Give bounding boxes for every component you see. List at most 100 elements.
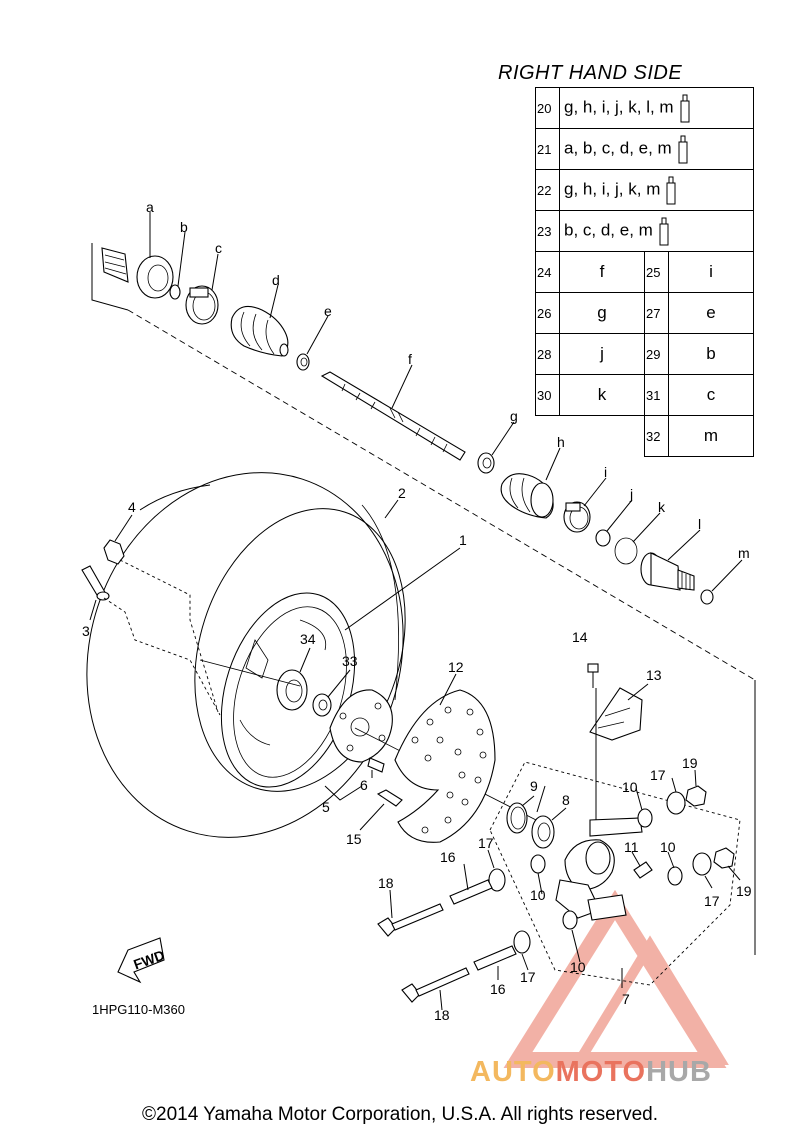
table-cell-val: m: [668, 415, 754, 457]
boot-d: [230, 284, 289, 357]
fwd-arrow: FWD: [117, 937, 167, 984]
tire-2: [86, 472, 406, 838]
table-cell-num: 27: [644, 292, 669, 334]
table-cell-num: 29: [644, 333, 669, 375]
callout-m: m: [738, 545, 750, 561]
copyright-notice: ©2014 Yamaha Motor Corporation, U.S.A. A…: [142, 1104, 658, 1125]
nut-19-group: [685, 785, 735, 869]
lug-nut-4: [103, 514, 133, 565]
table-cell-num: 31: [644, 374, 669, 416]
watermark-part-moto: MOTO: [555, 1056, 647, 1088]
table-row: 26 g 27 e: [535, 292, 754, 334]
table-cell-num: 20: [535, 87, 560, 129]
boot-band-e: [296, 315, 329, 371]
table-cell-val: j: [559, 333, 645, 375]
callout-l: l: [698, 516, 701, 532]
callout-8: 8: [562, 792, 570, 808]
number-leaders: [371, 769, 741, 1011]
table-row: 32 m: [536, 415, 754, 457]
letter-callouts: a b c d e f g h i j k l m: [146, 199, 750, 561]
right-hand-side-title: RIGHT HAND SIDE: [498, 62, 683, 84]
callout-19b: 19: [736, 883, 752, 899]
callout-10b: 10: [660, 839, 676, 855]
bolt-18-group: [377, 903, 470, 1003]
reference-table: 20 g, h, i, j, k, l, m 21 a, b, c, d, e,…: [535, 87, 754, 457]
table-cell-letters: g, h, i, j, k, l, m: [559, 87, 754, 129]
table-cell-val: i: [668, 251, 754, 293]
callout-c: c: [215, 240, 222, 256]
callout-10d: 10: [570, 959, 586, 975]
table-row: 30 k 31 c: [535, 374, 754, 416]
knuckle-assembly-7: [489, 761, 741, 988]
table-cell-val: g: [559, 292, 645, 334]
cv-joint-outer-a: [101, 212, 174, 299]
sealant-tube-icon: [666, 176, 676, 205]
callout-2: 2: [398, 485, 406, 501]
table-cell-empty: [536, 416, 560, 457]
table-row: 20 g, h, i, j, k, l, m: [535, 87, 754, 129]
table-cell-val: f: [559, 251, 645, 293]
callout-b: b: [180, 219, 188, 235]
boot-band-g: [477, 421, 515, 474]
callout-j: j: [629, 486, 633, 502]
callout-17a: 17: [478, 835, 494, 851]
bushing-17-group: [488, 791, 712, 954]
callout-10c: 10: [530, 887, 546, 903]
bearing-34: [276, 647, 311, 711]
callout-k: k: [658, 499, 666, 515]
callout-7: 7: [622, 991, 630, 1007]
callout-5: 5: [322, 799, 330, 815]
callout-18a: 18: [378, 875, 394, 891]
callout-16a: 16: [440, 849, 456, 865]
valve-stem-3: [81, 565, 110, 621]
callout-18b: 18: [434, 1007, 450, 1023]
table-cell-num: 21: [535, 128, 560, 170]
table-row: 28 j 29 b: [535, 333, 754, 375]
document-code: 1HPG110-M360: [92, 1002, 185, 1017]
callout-19a: 19: [682, 755, 698, 771]
callout-d: d: [272, 272, 280, 288]
table-row: 24 f 25 i: [535, 251, 754, 293]
sleeve-16-group: [449, 879, 517, 971]
hub-5: [324, 689, 393, 801]
callout-17b: 17: [650, 767, 666, 783]
table-letters-text: g, h, i, j, k, l, m: [564, 97, 674, 117]
number-callouts: 1 2 3 4 5 6 7 8 9 10 10 10 10 11 12 13 1…: [82, 485, 752, 1023]
boot-h: [500, 447, 561, 519]
table-row: 22 g, h, i, j, k, m: [535, 169, 754, 211]
callout-e: e: [324, 303, 332, 319]
table-cell-letters: g, h, i, j, k, m: [559, 169, 754, 211]
callout-15: 15: [346, 831, 362, 847]
collar-10-group: [530, 808, 683, 930]
table-cell-val: c: [668, 374, 754, 416]
shaft-centerline: [91, 243, 756, 955]
watermark-text: AUTOMOTOHUB: [470, 1056, 712, 1089]
callout-13: 13: [646, 667, 662, 683]
drive-shaft-f: [320, 364, 466, 461]
cv-joint-inner-l: [640, 529, 701, 591]
circlip-m: [700, 559, 743, 605]
stud-bolt-6: [367, 757, 385, 773]
table-cell-num: 22: [535, 169, 560, 211]
sealant-tube-icon: [678, 135, 688, 164]
watermark-part-auto: AUTO: [470, 1056, 556, 1088]
table-cell-letters: a, b, c, d, e, m: [559, 128, 754, 170]
table-cell-num: 30: [535, 374, 560, 416]
sealant-tube-icon: [680, 94, 690, 123]
table-row: 23 b, c, d, e, m: [535, 210, 754, 252]
callout-9: 9: [530, 778, 538, 794]
callout-16b: 16: [490, 981, 506, 997]
table-cell-num: 28: [535, 333, 560, 375]
callout-f: f: [408, 351, 412, 367]
callout-33: 33: [342, 653, 358, 669]
table-cell-empty: [560, 416, 645, 457]
watermark-part-hub: HUB: [646, 1056, 712, 1088]
table-cell-val: b: [668, 333, 754, 375]
table-cell-num: 24: [535, 251, 560, 293]
callout-17d: 17: [520, 969, 536, 985]
table-letters-text: g, h, i, j, k, m: [564, 179, 661, 199]
sealant-tube-icon: [659, 217, 669, 246]
table-cell-val: e: [668, 292, 754, 334]
callout-a: a: [146, 199, 154, 215]
